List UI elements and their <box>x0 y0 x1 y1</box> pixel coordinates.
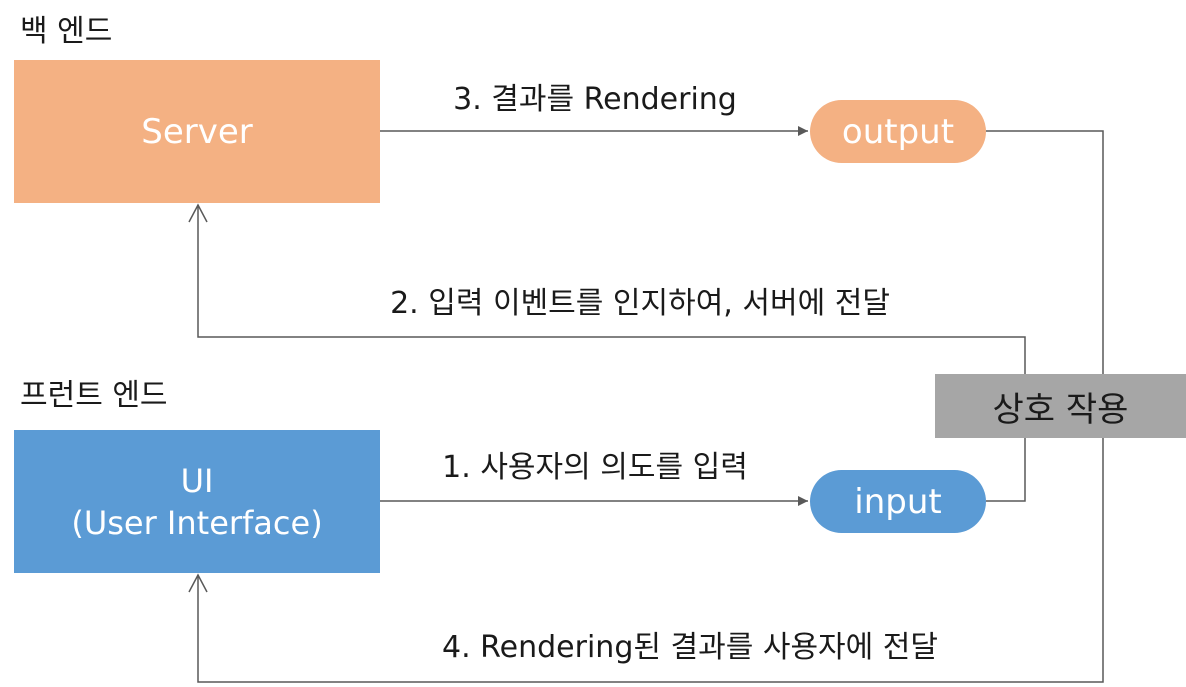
output-node-label: output <box>841 111 955 152</box>
frontend-section-label: 프런트 엔드 <box>20 378 168 413</box>
output-node: output <box>810 100 986 163</box>
ui-open-arrowhead <box>188 573 208 593</box>
interaction-node-label: 상호 작용 <box>992 389 1129 430</box>
step1-label: 1. 사용자의 의도를 입력 <box>442 450 748 485</box>
server-open-arrowhead <box>188 203 208 223</box>
ui-node-title: UI <box>180 461 214 500</box>
ui-node-subtitle: (User Interface) <box>71 503 323 542</box>
server-node-label: Server <box>141 111 253 152</box>
step3-label: 3. 결과를 Rendering <box>453 82 737 117</box>
output-to-ui-line <box>197 130 1104 683</box>
ui-node: UI (User Interface) <box>14 430 380 573</box>
input-node: input <box>810 470 986 533</box>
input-node-label: input <box>854 481 942 522</box>
step4-label: 4. Rendering된 결과를 사용자에 전달 <box>442 630 938 665</box>
step2-label: 2. 입력 이벤트를 인지하여, 서버에 전달 <box>390 286 890 321</box>
interaction-node: 상호 작용 <box>935 374 1186 438</box>
backend-section-label: 백 엔드 <box>20 14 113 49</box>
server-node: Server <box>14 60 380 203</box>
input-to-server-line <box>197 205 1026 502</box>
